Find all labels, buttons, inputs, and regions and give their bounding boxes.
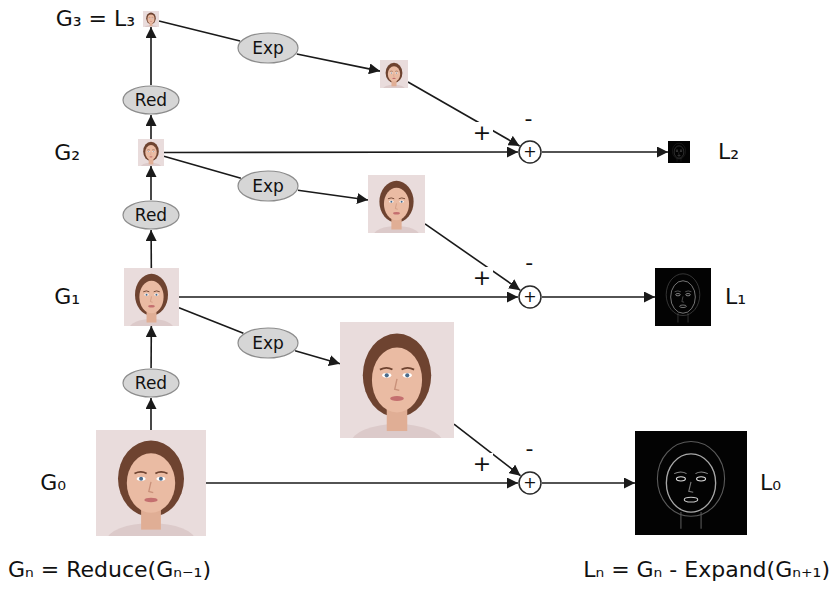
connector-line: [425, 224, 520, 290]
laplacian-level: L₁: [655, 268, 711, 326]
sum-sign: +: [523, 143, 536, 161]
operation-label: Exp: [252, 334, 284, 353]
level-label: G₂: [54, 140, 80, 164]
formula-text: Gₙ = Reduce(Gₙ₋₁): [8, 558, 211, 582]
expanded-image: [380, 60, 408, 94]
connector-arrow: [164, 152, 518, 153]
connector-arrow: [297, 54, 520, 146]
connector-arrow: [206, 483, 518, 484]
connector-arrow: [164, 156, 241, 178]
connector-arrow: [151, 27, 152, 85]
face-image: [143, 11, 159, 30]
connector-line: [298, 190, 368, 200]
connector-line: [150, 230, 152, 268]
gaussian-level: G₃ = L₃: [143, 11, 159, 27]
expanded-image: [368, 175, 425, 245]
laplacian-image: [668, 141, 690, 163]
connector-line: [179, 308, 243, 333]
level-label: G₁: [54, 285, 80, 309]
sum-sign: +: [523, 474, 536, 492]
connector-line: [150, 398, 152, 430]
connector-line: [295, 351, 340, 364]
level-label: G₃ = L₃: [56, 7, 135, 31]
connector-line: [408, 82, 520, 146]
sum-sign: +: [523, 288, 536, 306]
formula-text: Lₙ = Gₙ - Expand(Gₙ₊₁): [583, 558, 830, 582]
operation-label: Red: [135, 374, 167, 393]
sign-label: -: [523, 108, 535, 130]
face-image: [138, 139, 164, 171]
connector-line: [454, 424, 521, 476]
connector-arrow: [542, 297, 655, 298]
operation-label: Red: [135, 91, 167, 110]
connector-line: [297, 54, 380, 71]
expanded-image: [340, 322, 454, 461]
connector-arrow: [151, 166, 152, 200]
gaussian-level: G₀: [96, 430, 206, 536]
connector-arrow: [179, 308, 243, 333]
connector-line: [164, 156, 241, 178]
connector-line: [542, 296, 655, 298]
face-image: [96, 430, 206, 557]
face-image: [124, 268, 179, 338]
connector-arrow: [179, 297, 518, 298]
sign-label: +: [471, 453, 493, 475]
level-label: L₀: [760, 471, 781, 495]
expand-ellipse: Exp: [237, 32, 299, 64]
connector-arrow: [151, 115, 152, 139]
laplacian-level: L₂: [668, 141, 690, 163]
level-label: L₁: [725, 285, 746, 309]
connector-arrow: [542, 152, 668, 153]
reduce-ellipse: Red: [122, 368, 180, 398]
laplacian-image: [655, 268, 711, 326]
connector-line: [206, 482, 518, 484]
connector-line: [542, 482, 635, 484]
connector-line: [150, 115, 152, 139]
sign-label: +: [471, 267, 493, 289]
sum-circle: +: [518, 140, 542, 164]
connector-line: [150, 166, 152, 200]
connector-line: [179, 296, 518, 298]
connector-line: [150, 27, 152, 85]
connector-line: [159, 21, 240, 41]
operation-label: Exp: [252, 177, 284, 196]
level-label: L₂: [718, 140, 739, 164]
expand-ellipse: Exp: [237, 327, 299, 359]
connector-arrow: [151, 230, 152, 268]
expand-ellipse: Exp: [237, 170, 299, 202]
connector-line: [164, 151, 518, 153]
sum-circle: +: [518, 471, 542, 495]
connector-arrow: [159, 21, 240, 41]
operation-label: Exp: [252, 39, 284, 58]
sum-circle: +: [518, 285, 542, 309]
reduce-ellipse: Red: [122, 200, 180, 230]
connector-line: [150, 326, 152, 368]
connector-arrow: [542, 483, 635, 484]
gaussian-level: G₂: [138, 139, 164, 166]
gaussian-level: G₁: [124, 268, 179, 326]
laplacian-image: [635, 431, 747, 535]
sign-label: -: [523, 252, 535, 274]
operation-label: Red: [135, 206, 167, 225]
laplacian-level: L₀: [635, 431, 747, 535]
connector-arrow: [151, 326, 152, 368]
level-label: G₀: [40, 471, 66, 495]
connector-arrow: [151, 398, 152, 430]
sign-label: +: [471, 122, 493, 144]
connector-line: [542, 151, 668, 153]
reduce-ellipse: Red: [122, 85, 180, 115]
sign-label: -: [524, 438, 536, 460]
